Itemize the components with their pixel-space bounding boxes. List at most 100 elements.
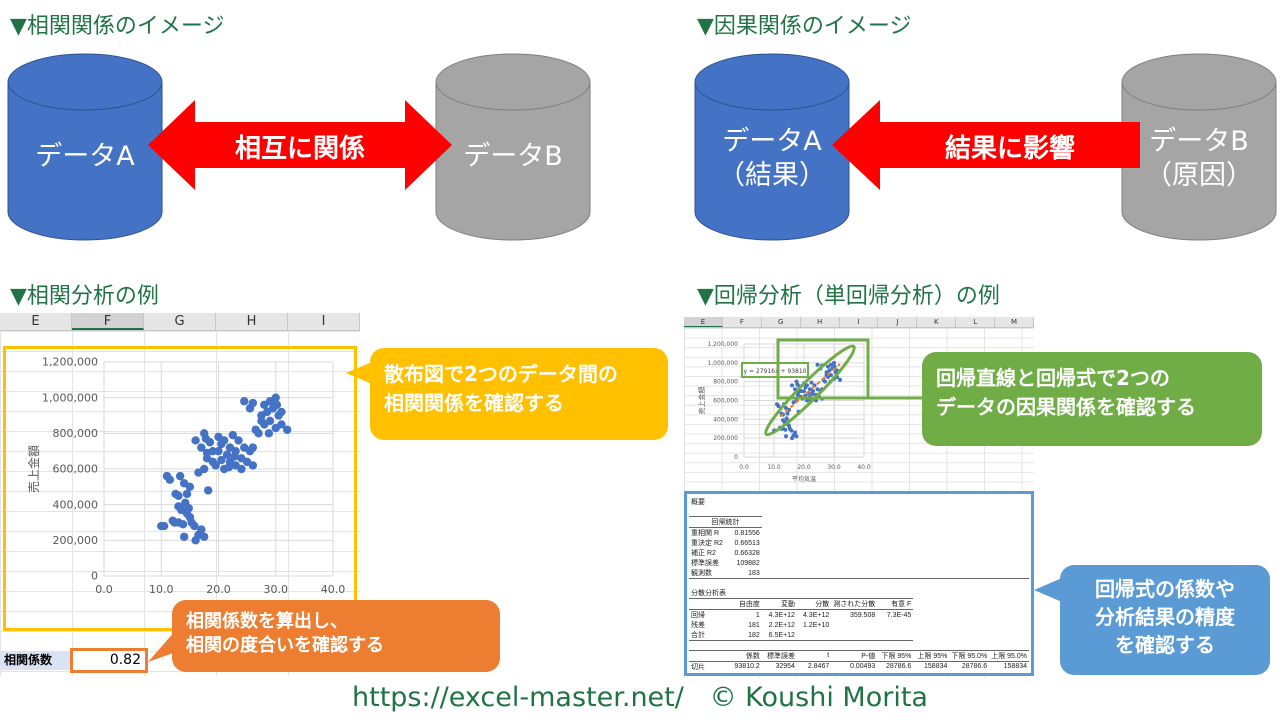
- table-cell[interactable]: [831, 548, 877, 558]
- table-cell[interactable]: [989, 610, 1029, 621]
- table-cell[interactable]: 下限 95%: [877, 649, 914, 662]
- table-cell[interactable]: [877, 630, 914, 642]
- table-cell[interactable]: [831, 630, 878, 642]
- table-cell[interactable]: 回帰統計: [689, 516, 762, 529]
- table-cell[interactable]: [728, 588, 762, 599]
- table-cell[interactable]: [949, 517, 989, 528]
- table-cell[interactable]: [831, 620, 877, 630]
- table-cell[interactable]: [761, 568, 797, 580]
- table-cell[interactable]: 平均気温: [689, 671, 728, 673]
- column-header[interactable]: G: [144, 313, 216, 330]
- table-cell[interactable]: 1: [755, 611, 760, 619]
- table-cell[interactable]: [797, 579, 831, 589]
- table-cell[interactable]: [989, 497, 1029, 507]
- table-cell[interactable]: 181: [748, 621, 760, 629]
- table-cell[interactable]: [913, 538, 949, 548]
- table-cell[interactable]: [989, 630, 1029, 641]
- table-cell[interactable]: 0.81556: [734, 529, 760, 537]
- table-cell[interactable]: 4.3E+12: [768, 611, 795, 619]
- table-cell[interactable]: [797, 558, 831, 568]
- table-cell[interactable]: [913, 548, 949, 558]
- table-cell[interactable]: 7.3E-45: [886, 611, 912, 619]
- table-cell[interactable]: 係数: [728, 649, 762, 662]
- table-cell[interactable]: [762, 641, 797, 651]
- table-cell[interactable]: 32954: [775, 663, 795, 671]
- table-cell[interactable]: [877, 528, 913, 539]
- table-cell[interactable]: P-値: [831, 649, 878, 662]
- table-cell[interactable]: [949, 497, 989, 507]
- table-cell[interactable]: [913, 497, 949, 507]
- table-cell[interactable]: [949, 599, 989, 610]
- table-cell[interactable]: 重決定 R2: [691, 540, 723, 548]
- table-cell[interactable]: 下限 95.0%: [949, 649, 990, 662]
- table-cell[interactable]: [949, 630, 989, 641]
- table-cell[interactable]: [762, 588, 797, 599]
- table-cell[interactable]: [989, 558, 1029, 568]
- table-cell[interactable]: [949, 507, 989, 517]
- table-cell[interactable]: [913, 630, 949, 641]
- table-cell[interactable]: [949, 620, 989, 630]
- table-cell[interactable]: [913, 588, 949, 599]
- table-cell[interactable]: [831, 579, 877, 589]
- table-cell[interactable]: 変動: [761, 598, 797, 611]
- column-header[interactable]: M: [995, 317, 1035, 327]
- table-cell[interactable]: 自由度: [728, 598, 762, 611]
- table-cell[interactable]: [762, 548, 797, 558]
- table-cell[interactable]: [913, 568, 950, 580]
- table-cell[interactable]: [913, 599, 949, 610]
- table-cell[interactable]: [689, 649, 728, 662]
- table-cell[interactable]: [913, 558, 949, 568]
- table-cell[interactable]: [831, 497, 877, 507]
- table-cell[interactable]: [989, 538, 1029, 548]
- column-header[interactable]: K: [917, 317, 957, 327]
- table-cell[interactable]: [989, 641, 1029, 651]
- table-cell[interactable]: [877, 548, 913, 558]
- column-header[interactable]: L: [956, 317, 996, 327]
- table-cell[interactable]: [689, 641, 728, 651]
- table-cell[interactable]: 0.66513: [734, 539, 760, 547]
- table-cell[interactable]: [877, 558, 913, 568]
- table-cell[interactable]: [877, 507, 913, 517]
- table-cell[interactable]: [989, 568, 1029, 580]
- column-header[interactable]: E: [684, 317, 723, 327]
- table-cell[interactable]: [989, 528, 1029, 539]
- table-cell[interactable]: 上限 95.0%: [989, 649, 1029, 662]
- table-cell[interactable]: [989, 588, 1029, 599]
- table-cell[interactable]: [989, 579, 1029, 589]
- corr-value-cell[interactable]: 0.82: [70, 648, 148, 673]
- table-cell[interactable]: [877, 579, 913, 589]
- table-cell[interactable]: t: [796, 649, 832, 662]
- table-cell[interactable]: [831, 568, 878, 580]
- column-header[interactable]: H: [216, 313, 288, 330]
- table-cell[interactable]: 0.66328: [734, 549, 760, 557]
- table-cell[interactable]: [949, 528, 989, 539]
- table-cell[interactable]: [762, 558, 797, 568]
- table-cell[interactable]: [913, 610, 949, 621]
- table-cell[interactable]: 28786.6: [886, 663, 912, 671]
- table-cell[interactable]: [728, 641, 762, 651]
- table-cell[interactable]: [913, 507, 949, 517]
- table-cell[interactable]: [831, 517, 877, 528]
- table-cell[interactable]: 標準誤差: [691, 560, 719, 568]
- table-cell[interactable]: [689, 507, 728, 517]
- table-cell[interactable]: [796, 630, 832, 642]
- table-cell[interactable]: 1472.28: [761, 671, 797, 673]
- table-cell[interactable]: [913, 517, 949, 528]
- table-cell[interactable]: [831, 588, 877, 599]
- table-cell[interactable]: 158834: [1003, 663, 1027, 671]
- table-cell[interactable]: [797, 517, 831, 528]
- column-header[interactable]: F: [72, 313, 144, 330]
- table-cell[interactable]: 30820.6: [989, 671, 1029, 673]
- table-cell[interactable]: 上限 95%: [913, 649, 950, 662]
- table-cell[interactable]: [797, 528, 831, 539]
- table-cell[interactable]: 0.00493: [849, 663, 876, 671]
- table-cell[interactable]: [689, 598, 728, 611]
- table-cell[interactable]: [877, 538, 913, 548]
- table-cell[interactable]: [796, 568, 832, 580]
- table-cell[interactable]: 合計: [689, 630, 728, 642]
- table-cell[interactable]: [989, 620, 1029, 630]
- table-cell[interactable]: [797, 497, 831, 507]
- table-cell[interactable]: [949, 558, 989, 568]
- table-cell[interactable]: [831, 528, 877, 539]
- table-cell[interactable]: [913, 528, 949, 539]
